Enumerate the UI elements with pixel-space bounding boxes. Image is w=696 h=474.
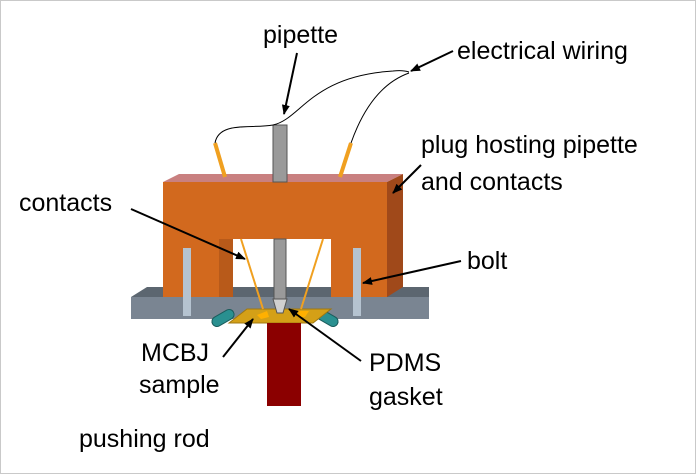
sample-contact-pad-right (297, 311, 309, 317)
bolt-left (183, 248, 191, 316)
sample-contact-pad-left (257, 311, 269, 319)
label-pdms-line1: PDMS (369, 349, 441, 377)
contact-pin-right (338, 142, 353, 178)
pushing-rod (267, 323, 301, 406)
plug-side-face (387, 174, 403, 297)
contact-wires (240, 238, 324, 310)
arrow-pdms-gasket (288, 308, 362, 362)
pipette (272, 124, 288, 314)
pipette-lower (273, 238, 287, 302)
label-bolt: bolt (467, 247, 507, 275)
arrow-pipette (281, 52, 298, 115)
arrow-electrical-wiring (410, 50, 454, 72)
arrow-plug (392, 164, 422, 194)
label-pipette: pipette (263, 21, 338, 49)
leader-arrows (130, 50, 462, 362)
label-pushing-rod: pushing rod (79, 425, 210, 453)
pipette-upper (272, 124, 288, 183)
arrow-bolt (362, 260, 462, 285)
electrical-wiring (214, 70, 410, 144)
electrical-wiring-right (350, 72, 410, 144)
arrow-mcbj-sample (222, 318, 254, 358)
pipette-tip (272, 298, 288, 314)
contact-pin-left (213, 142, 227, 178)
contact-wire-right (300, 238, 324, 310)
label-electrical-wiring: electrical wiring (457, 37, 628, 65)
arrow-contacts (130, 208, 246, 260)
label-contacts: contacts (19, 189, 112, 217)
label-mcbj-line1: MCBJ (141, 339, 209, 367)
label-mcbj-line2: sample (139, 371, 220, 399)
label-pdms-line2: gasket (369, 383, 443, 411)
bolt-right (353, 248, 361, 316)
contact-wire-left (240, 238, 264, 310)
label-plug-line2: and contacts (421, 168, 563, 196)
gasket-left (211, 309, 235, 327)
plug-inner-side (219, 239, 233, 297)
label-plug-line1: plug hosting pipette (421, 131, 638, 159)
